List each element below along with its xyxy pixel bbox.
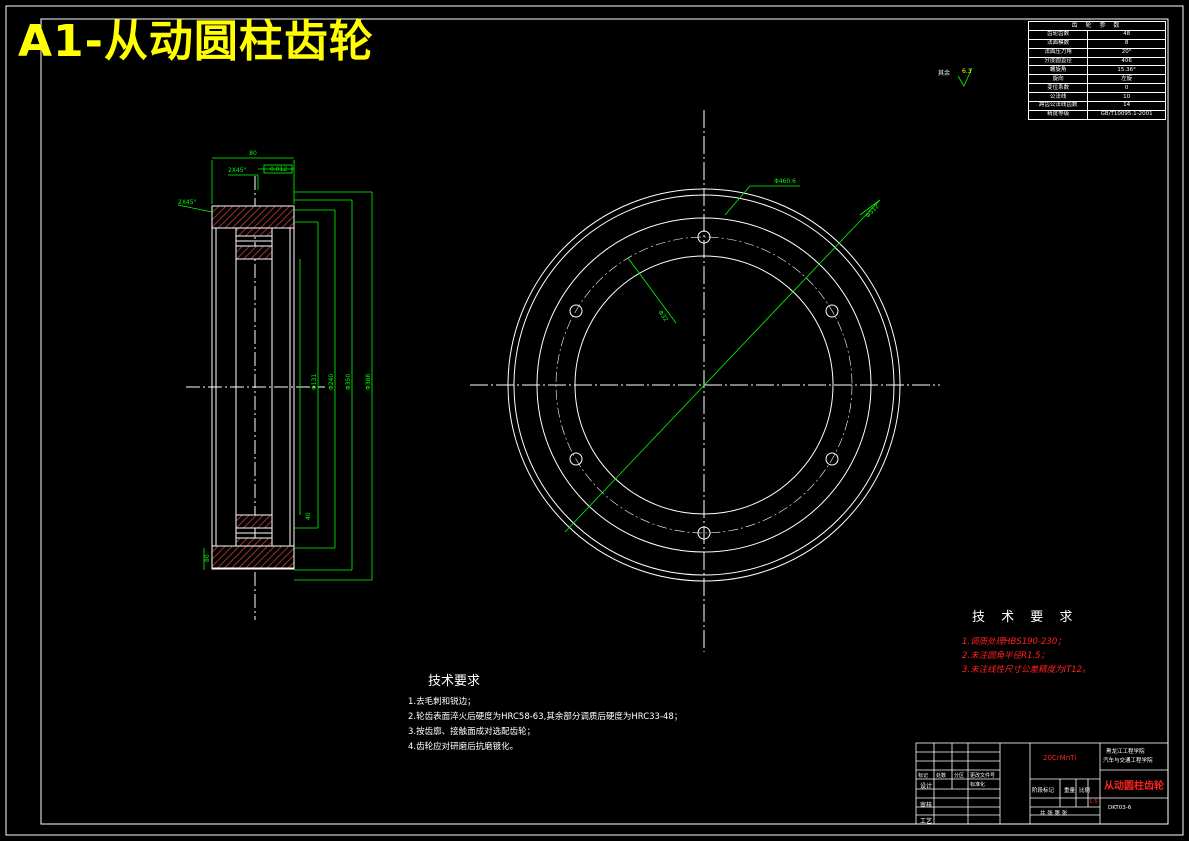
title-block-school-2: 汽车与交通工程学院 — [1103, 758, 1153, 764]
tech-left-line: 4.齿轮应对研磨后抗磨镀化。 — [408, 742, 519, 752]
title-block-sheet-label: 共 张 第 张 — [1040, 811, 1068, 817]
bolt-hole-lower-right — [825, 452, 839, 466]
hatch-top-web — [235, 227, 273, 237]
dim-chamfer-top: 2X45° — [228, 167, 247, 174]
hatch-bottom-hub — [235, 514, 273, 529]
tech-right-line: 3.未注线性尺寸公差精度为IT12。 — [962, 665, 1091, 675]
title-block-scale-value: 1:5 — [1089, 799, 1098, 805]
title-block-zone-label: 分区 — [954, 773, 965, 779]
section-view — [186, 176, 325, 620]
title-block-grid — [915, 742, 1169, 825]
title-block-part-name: 从动圆柱齿轮 — [1104, 781, 1164, 792]
title-block-weight-label: 重量 — [1064, 788, 1076, 794]
bolt-hole-top — [697, 230, 711, 244]
hatch-bottom-rim — [211, 545, 295, 569]
title-block-scale-label: 比例 — [1079, 788, 1091, 794]
outer-frame — [5, 5, 1184, 836]
dim-outer-circle: Φ512 — [864, 203, 880, 220]
title-block-drawing-no: DKT03-6 — [1108, 805, 1132, 811]
tech-right-line: 2.未注圆角半径R1.5； — [962, 651, 1050, 661]
section-dimensions — [177, 157, 373, 581]
bolt-hole-upper-left — [569, 304, 583, 318]
circle-outer-2 — [513, 194, 895, 576]
dim-inner-diameter: Φ240 — [328, 374, 335, 390]
inner-frame — [40, 18, 1169, 825]
drawing-title: A1-从动圆柱齿轮 — [18, 16, 374, 67]
param-table-header: 齿 轮 参 数 — [1028, 21, 1166, 31]
tech-right-line: 1.调质处理HBS190-230； — [962, 637, 1066, 647]
title-block-material: 20CrMnTi — [1043, 754, 1077, 762]
param-row: 旋向左旋 — [1027, 74, 1166, 85]
dim-bottom-width: 80 — [204, 554, 211, 562]
hatch-top-hub — [235, 245, 273, 260]
roughness-symbol — [957, 67, 973, 87]
bolt-hole-upper-right — [825, 304, 839, 318]
section-dim-texts: 80 2X45° 0.012 2X45° Φ388 Φ350 Φ240 Φ131… — [178, 150, 372, 562]
circle-web — [574, 255, 834, 515]
front-view — [470, 110, 940, 652]
tech-left-line: 2.轮齿表面淬火后硬度为HRC58-63,其余部分调质后硬度为HRC33-48； — [408, 712, 683, 722]
dim-key-width: 40 — [305, 512, 312, 520]
title-block-count-label: 处数 — [936, 773, 947, 779]
title-block-design-label: 设计 — [920, 783, 933, 790]
dim-bore-diameter: Φ131 — [311, 374, 318, 390]
dim-hole-circle: Φ460.6 — [774, 178, 796, 185]
tech-requirements-right: 技 术 要 求 1.调质处理HBS190-230； 2.未注圆角半径R1.5； … — [962, 606, 1091, 677]
dim-top-width: 80 — [249, 150, 257, 157]
tech-right-heading: 技 术 要 求 — [972, 610, 1079, 625]
title-block-process-label: 工艺 — [920, 818, 933, 825]
title-block-change-label: 更改文件号 — [970, 773, 996, 779]
surface-roughness-value: 6.3 — [962, 68, 972, 75]
surface-note: 其余 — [938, 70, 951, 77]
front-dimensions — [564, 185, 881, 533]
title-block-mark-label: 标记 — [918, 773, 929, 779]
tech-left-line: 1.去毛刺和锐边； — [408, 697, 476, 707]
title-block-stage-label: 阶段标记 — [1032, 788, 1055, 794]
tech-requirements-left: 技术要求 1.去毛刺和锐边； 2.轮齿表面淬火后硬度为HRC58-63,其余部分… — [408, 670, 682, 755]
title-block-school-1: 黑龙江工程学院 — [1106, 749, 1145, 755]
circle-outer-1 — [507, 188, 901, 582]
hatch-bottom-web — [235, 537, 273, 547]
circle-bolt-pitch — [555, 236, 853, 534]
bolt-hole-bottom — [697, 526, 711, 540]
dim-outer-diameter: Φ388 — [365, 374, 372, 390]
bolt-hole-lower-left — [569, 452, 583, 466]
title-block-review-label: 审核 — [920, 802, 933, 809]
title-block-std-label: 标准化 — [970, 782, 986, 788]
dim-flatness: 0.012 — [270, 166, 287, 173]
tech-left-heading: 技术要求 — [428, 674, 481, 689]
dim-hub-diameter: Φ350 — [345, 374, 352, 390]
tech-left-line: 3.按齿廓、接触面成对选配齿轮； — [408, 727, 536, 737]
hatch-top-rim — [211, 205, 295, 229]
dim-chamfer-side: 2X45° — [178, 199, 197, 206]
circle-rim — [536, 217, 872, 553]
